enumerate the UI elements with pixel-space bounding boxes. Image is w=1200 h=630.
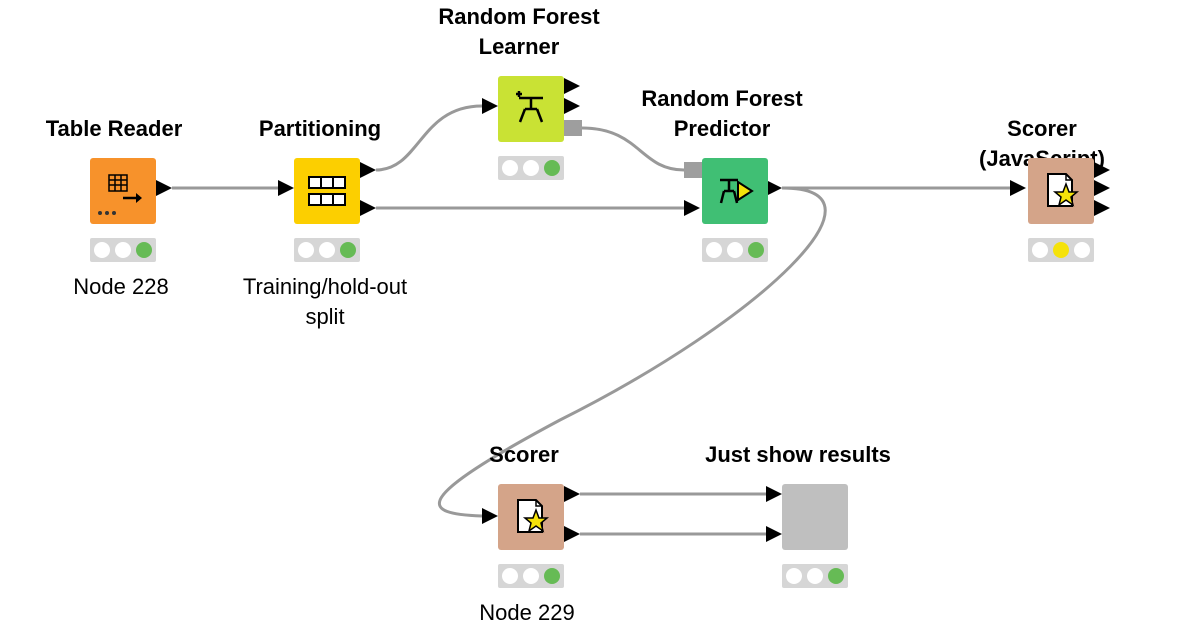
output-port[interactable] xyxy=(564,526,580,542)
node-status-indicator xyxy=(498,564,564,588)
node-random-forest-learner[interactable] xyxy=(498,76,564,142)
node-status-indicator xyxy=(1028,238,1094,262)
node-partitioning[interactable] xyxy=(294,158,360,224)
node-title: Table Reader xyxy=(45,116,183,141)
node-title: Scorer xyxy=(489,442,559,467)
partitioning-icon xyxy=(308,176,346,206)
input-port[interactable] xyxy=(278,180,294,196)
node-scorer[interactable] xyxy=(498,484,564,550)
model-output-port[interactable] xyxy=(564,120,582,136)
node-status-indicator xyxy=(498,156,564,180)
input-port[interactable] xyxy=(482,98,498,114)
model-input-port[interactable] xyxy=(684,162,702,178)
node-status-indicator xyxy=(702,238,768,262)
status-lamp xyxy=(544,568,560,584)
status-lamp xyxy=(786,568,802,584)
scorer-icon xyxy=(1047,173,1080,207)
output-port[interactable] xyxy=(1094,180,1110,196)
output-port[interactable] xyxy=(156,180,172,196)
node-status-indicator xyxy=(782,564,848,588)
status-lamp xyxy=(1074,242,1090,258)
status-lamp xyxy=(94,242,110,258)
input-port[interactable] xyxy=(482,508,498,524)
node-just-show-results[interactable] xyxy=(782,484,848,550)
node-status-indicator xyxy=(294,238,360,262)
input-port[interactable] xyxy=(766,486,782,502)
node-title: Partitioning xyxy=(258,116,382,141)
status-lamp xyxy=(502,568,518,584)
status-lamp xyxy=(523,160,539,176)
connection-predictor-to-scorer[interactable] xyxy=(438,186,827,518)
node-caption: Node 228 xyxy=(73,274,169,299)
tree-predictor-icon xyxy=(719,178,754,204)
status-lamp xyxy=(523,568,539,584)
status-lamp xyxy=(298,242,314,258)
status-lamp xyxy=(1053,242,1069,258)
status-lamp xyxy=(544,160,560,176)
output-port[interactable] xyxy=(564,78,580,94)
status-lamp xyxy=(706,242,722,258)
status-lamp xyxy=(115,242,131,258)
output-port[interactable] xyxy=(564,486,580,502)
node-title: Random Forest Predictor xyxy=(641,86,803,141)
node-status-indicator xyxy=(90,238,156,262)
table-reader-icon xyxy=(98,174,142,215)
output-port[interactable] xyxy=(360,162,376,178)
output-port[interactable] xyxy=(1094,200,1110,216)
status-lamp xyxy=(807,568,823,584)
status-lamp xyxy=(502,160,518,176)
tree-learner-icon xyxy=(516,91,544,123)
node-title: Just show results xyxy=(705,442,891,467)
node-title: Random Forest Learner xyxy=(438,4,600,59)
output-port[interactable] xyxy=(766,180,782,196)
scorer-icon xyxy=(517,499,550,533)
node-scorer-javascript[interactable] xyxy=(1028,158,1094,224)
input-port[interactable] xyxy=(766,526,782,542)
output-port[interactable] xyxy=(564,98,580,114)
input-port[interactable] xyxy=(684,200,700,216)
status-lamp xyxy=(319,242,335,258)
node-caption: Node 229 xyxy=(479,600,575,625)
connection-partitioning-to-learner[interactable] xyxy=(375,104,483,172)
output-port[interactable] xyxy=(360,200,376,216)
output-port[interactable] xyxy=(1094,162,1110,178)
status-lamp xyxy=(727,242,743,258)
node-caption: Training/hold-out split xyxy=(242,274,408,329)
connection-learner-to-predictor[interactable] xyxy=(581,126,685,172)
node-table-reader[interactable] xyxy=(90,158,156,224)
status-lamp xyxy=(136,242,152,258)
status-lamp xyxy=(748,242,764,258)
status-lamp xyxy=(1032,242,1048,258)
node-random-forest-predictor[interactable] xyxy=(702,158,768,224)
status-lamp xyxy=(828,568,844,584)
status-lamp xyxy=(340,242,356,258)
input-port[interactable] xyxy=(1010,180,1026,196)
